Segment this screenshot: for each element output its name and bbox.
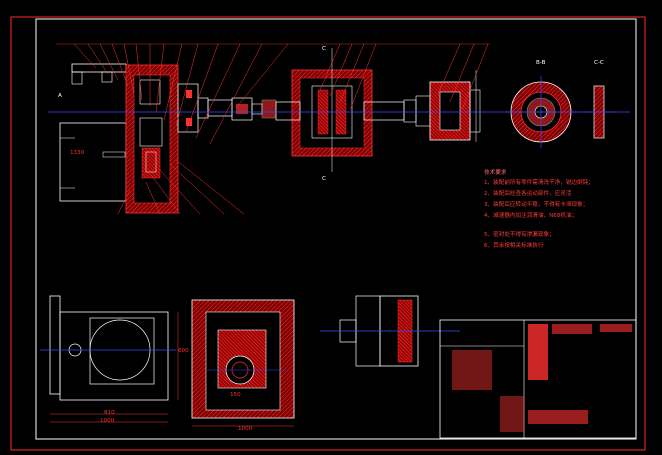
dim-front-width: 1000: [238, 426, 253, 432]
technical-requirements-title: 技术要求: [484, 170, 507, 176]
dim-motor-height: 1330: [70, 150, 85, 156]
bottom-leader-lines: [117, 159, 245, 215]
requirement-6: 6、其余按相关标准执行: [484, 243, 544, 249]
motor-gearbox-assembly: [59, 63, 277, 214]
dim-slot-width: 150: [230, 392, 241, 398]
section-label-a-left: A: [58, 93, 62, 99]
requirement-4: 4、减速器内加注润滑油，N68机油；: [484, 213, 578, 219]
requirement-5: 5、密封处不得有渗漏现象；: [484, 232, 555, 238]
top-leader-lines: [56, 43, 490, 145]
dim-base-length: 1000: [100, 418, 115, 424]
inner-frame: [35, 18, 637, 440]
end-clamp-head: [403, 70, 481, 142]
section-label-c-c: C-C: [594, 60, 604, 66]
requirement-3: 3、装配后应转动平稳，不得有卡滞现象；: [484, 202, 589, 208]
section-label-b-b: B-B: [536, 60, 546, 66]
center-gear-housing: [275, 48, 405, 172]
motor-body: [59, 122, 127, 202]
section-label-c-bottom: C: [322, 176, 326, 182]
title-block: [439, 319, 637, 439]
outer-frame: [10, 16, 646, 451]
side-view-housing: [191, 299, 295, 427]
top-bar: [71, 63, 127, 73]
dim-side-height: 600: [178, 348, 189, 354]
dim-base-width: 810: [104, 410, 115, 416]
requirement-1: 1、装配前所有零件需清洗干净，锐边倒钝；: [484, 180, 594, 186]
top-view-clamp: [320, 295, 460, 367]
requirement-2: 2、装配后检查各运动部件，应灵活: [484, 191, 572, 197]
section-label-c-top: C: [322, 46, 326, 52]
front-view-plate: [40, 295, 179, 423]
